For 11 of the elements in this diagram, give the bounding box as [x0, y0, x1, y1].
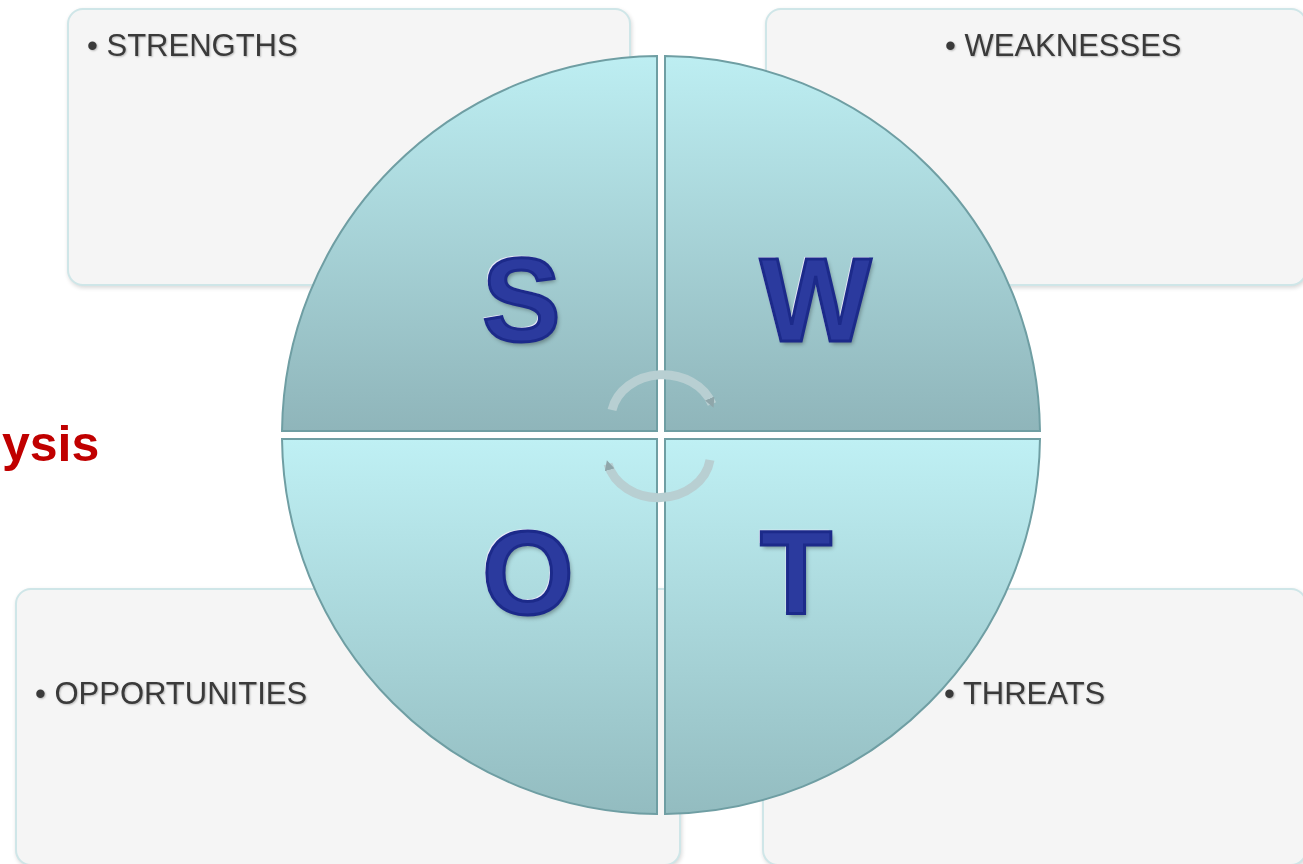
panel-heading: • THREATS [944, 676, 1106, 712]
panel-heading: • STRENGTHS [87, 28, 298, 64]
quadrant-letter: O [482, 514, 574, 632]
panel-heading: • OPPORTUNITIES [35, 676, 308, 712]
quadrant-letter: W [760, 241, 872, 359]
curved-arrow [607, 370, 716, 412]
curved-arrow [603, 458, 715, 503]
title-fragment: ysis [2, 415, 100, 473]
quadrant-letter: S [482, 241, 561, 359]
panel-heading: • WEAKNESSES [945, 28, 1182, 64]
quadrant-letter: T [760, 514, 833, 632]
